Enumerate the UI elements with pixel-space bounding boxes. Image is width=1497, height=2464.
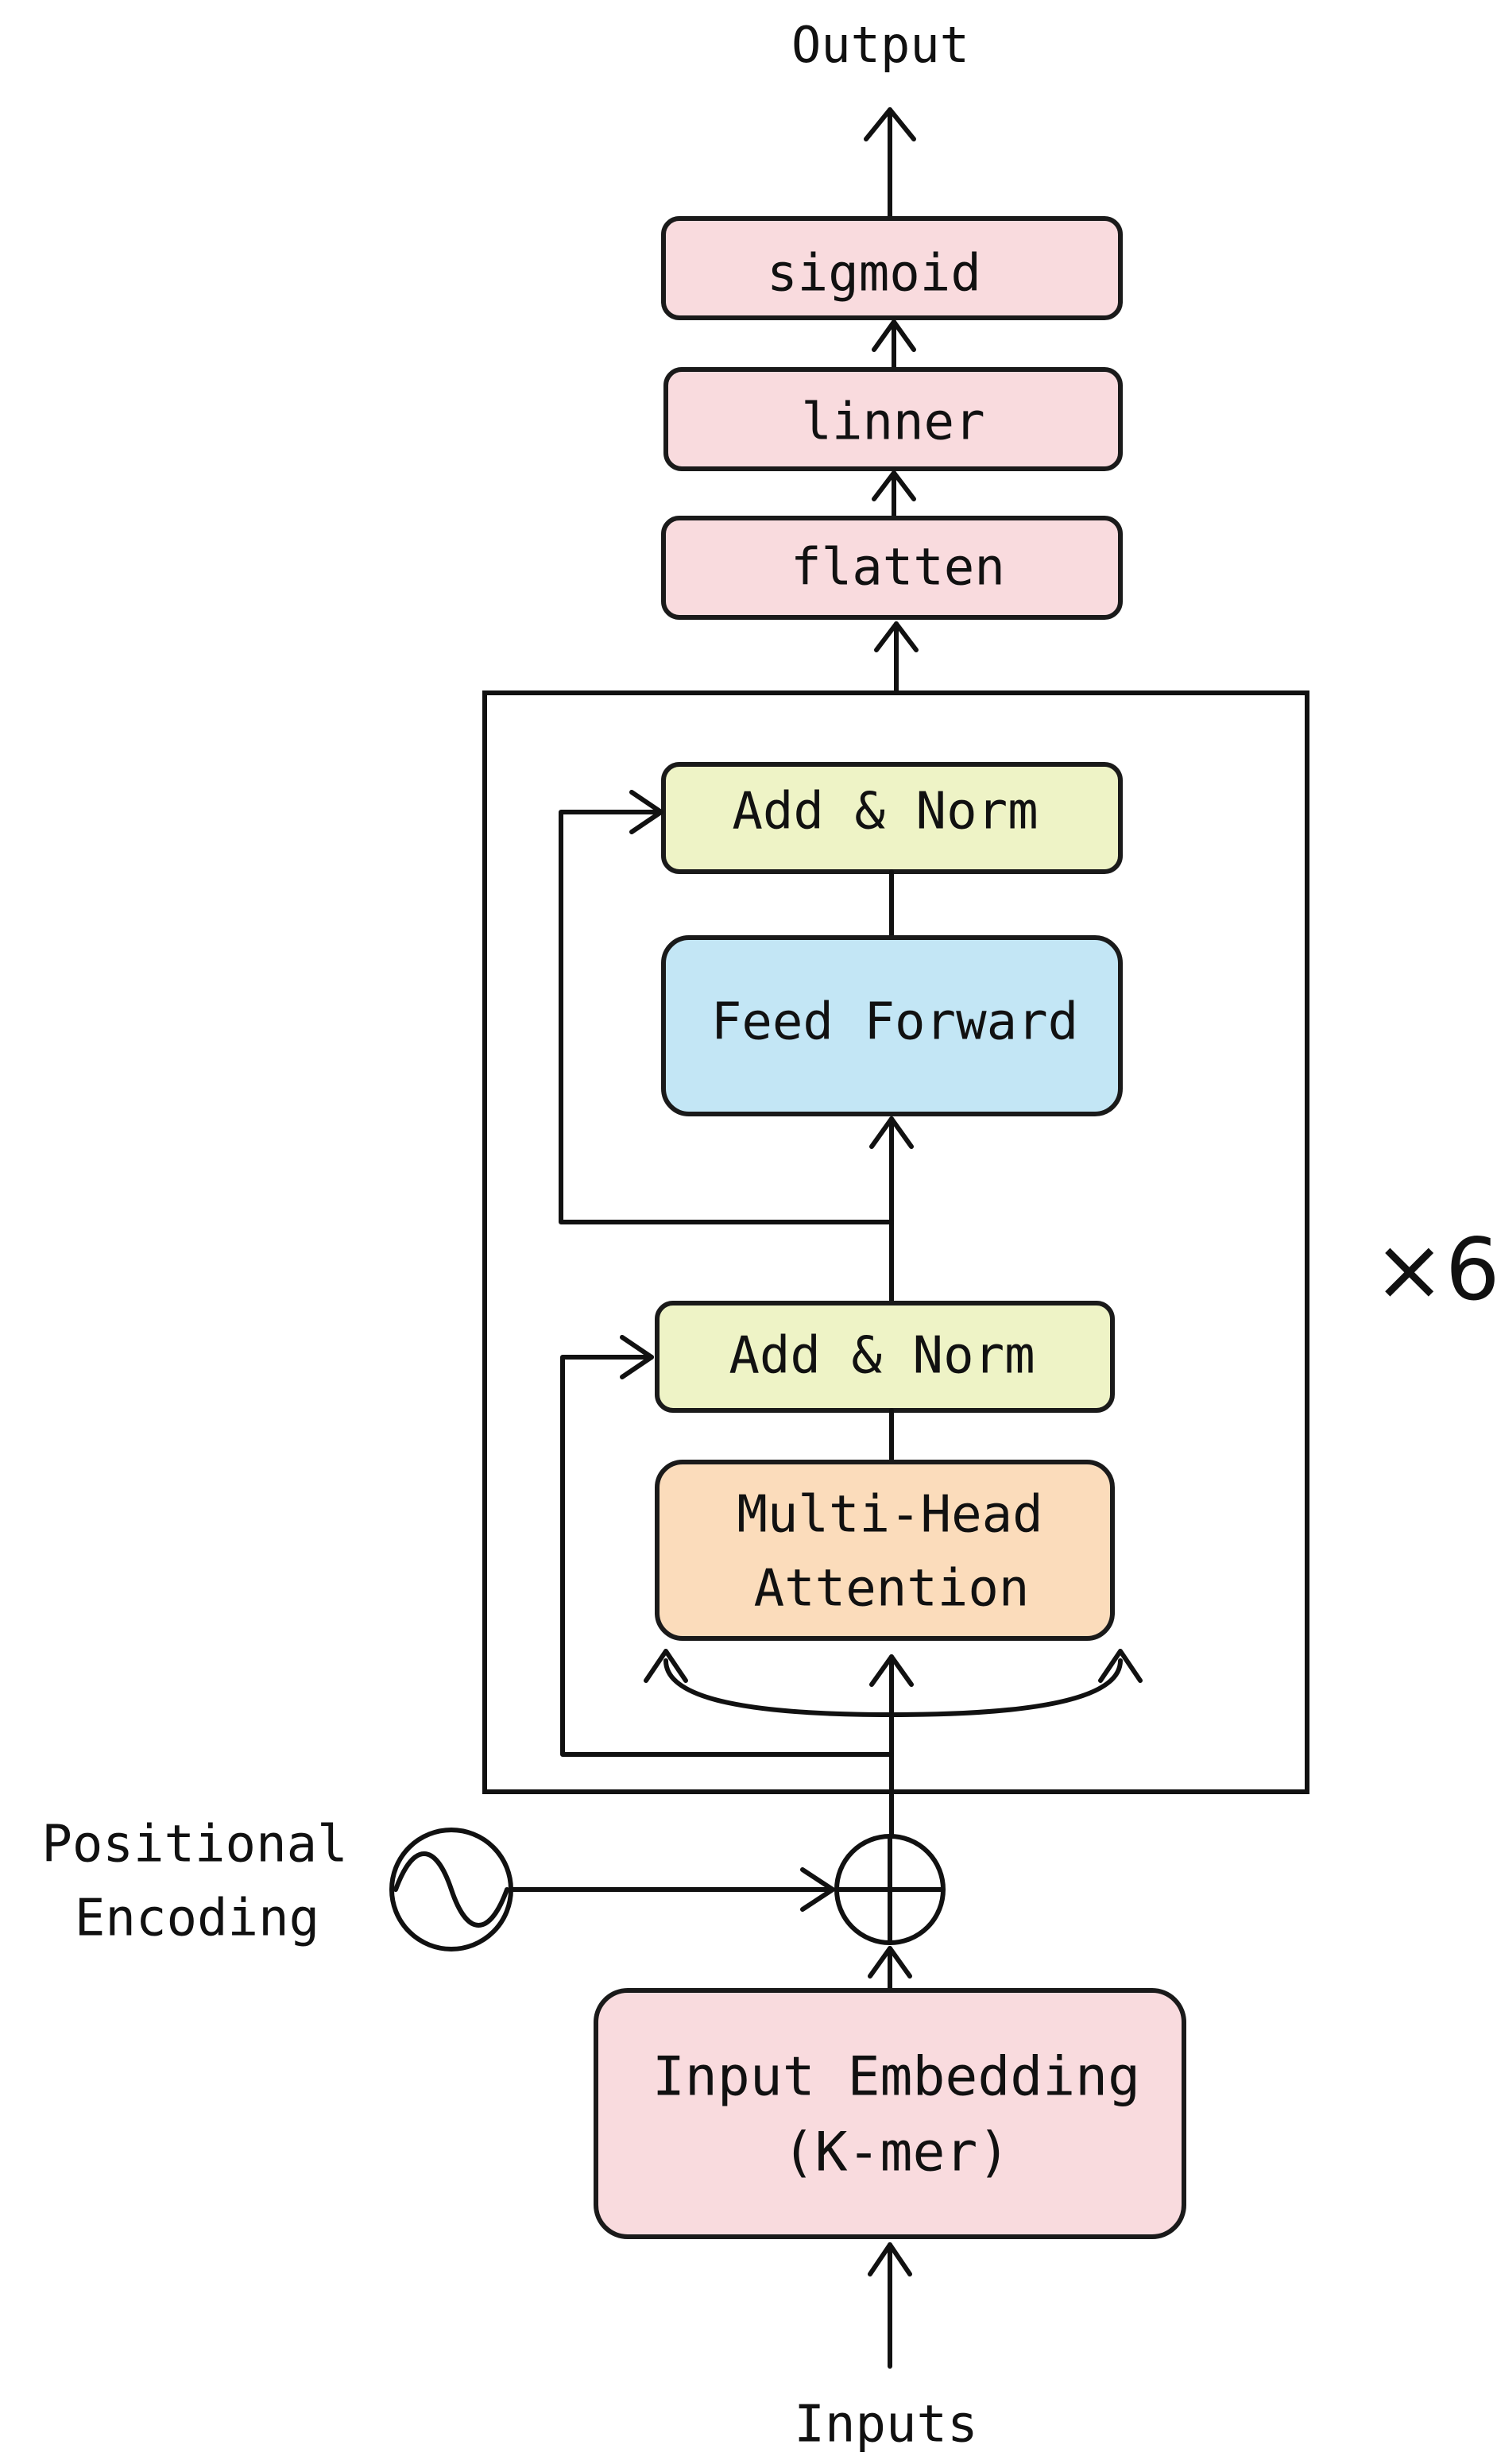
- flatten-label: flatten: [791, 539, 1005, 598]
- flatten-to-linear-arrow: [872, 470, 916, 520]
- add-norm-to-ff-arrow: [869, 1116, 914, 1305]
- linear-to-sigmoid-arrow: [872, 319, 916, 372]
- feed-forward-label: Feed Forward: [711, 993, 1078, 1052]
- attention-label-line1: Multi-Head: [737, 1486, 1042, 1545]
- sigmoid-label: sigmoid: [767, 245, 981, 304]
- input-embedding-label-line1: Input Embedding: [652, 2046, 1140, 2109]
- linear-label: linner: [801, 393, 984, 452]
- input-embedding-box: [594, 1988, 1186, 2239]
- embedding-to-sum-arrow: [868, 1946, 912, 1993]
- add-norm-upper-label: Add & Norm: [732, 783, 1038, 841]
- multi-head-attention-box: [655, 1460, 1115, 1641]
- block-to-flatten-arrow: [874, 621, 919, 695]
- sigmoid-box: [661, 216, 1123, 320]
- output-label: Output: [791, 16, 969, 74]
- positional-encoding-label-line1: Positional: [41, 1816, 347, 1874]
- inputs-label: Inputs: [794, 2396, 977, 2454]
- positional-encoding-label-line2: Encoding: [75, 1890, 319, 1948]
- upper-residual-connection: [559, 790, 894, 1224]
- input-embedding-label-line2: (K-mer): [783, 2122, 1011, 2184]
- linear-box: [663, 367, 1123, 471]
- attention-label-line2: Attention: [754, 1560, 1030, 1619]
- output-arrow: [864, 107, 916, 221]
- add-norm-lower-label: Add & Norm: [729, 1327, 1035, 1386]
- lower-residual-connection: [560, 1335, 894, 1757]
- flatten-box: [661, 516, 1123, 620]
- add-norm-lower-box: [655, 1301, 1115, 1413]
- feed-forward-box: [661, 935, 1123, 1116]
- encoder-block-frame: [482, 690, 1309, 1794]
- repeat-count-label: ×6: [1373, 1220, 1497, 1320]
- input-arrow: [868, 2242, 912, 2369]
- add-operator-icon: [834, 1834, 946, 1945]
- sine-wave-icon: [389, 1828, 513, 1951]
- positional-encoding-arrow: [510, 1867, 835, 1912]
